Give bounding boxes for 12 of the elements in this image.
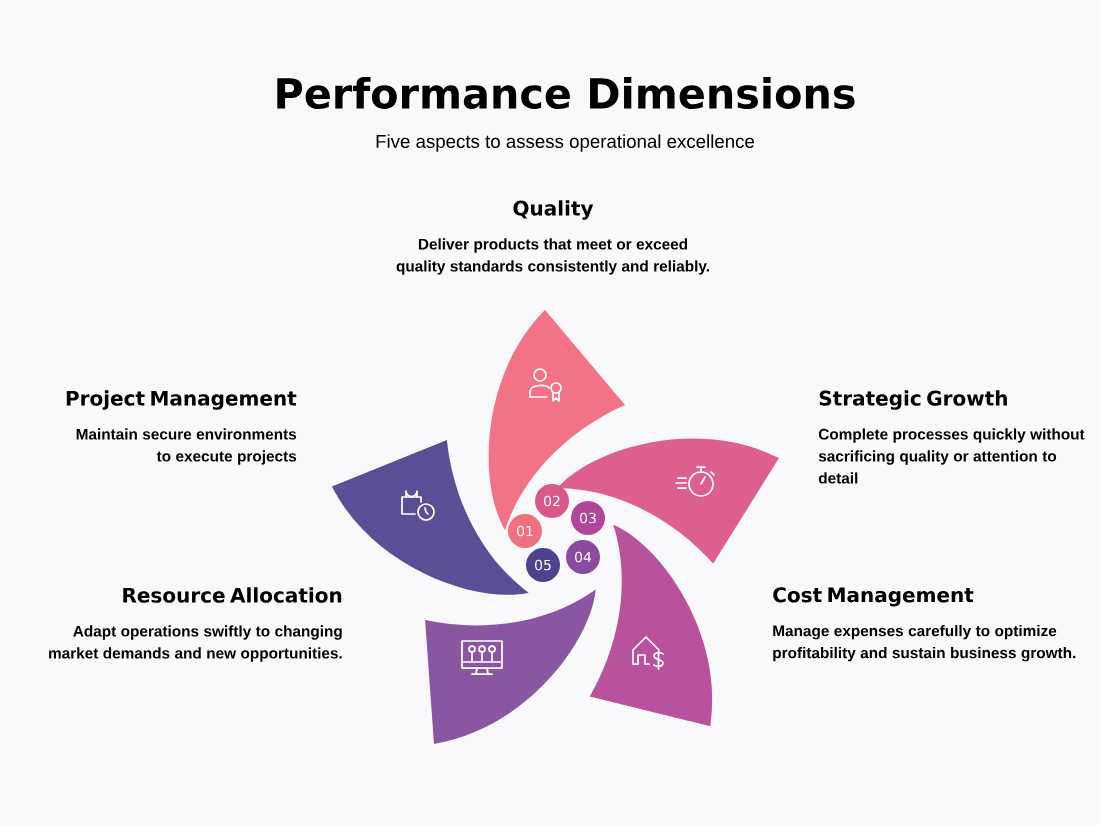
subtitle: Five aspects to assess operational excellence: [376, 134, 754, 152]
heading: Strategic Growth: [819, 390, 1007, 410]
title: Performance Dimensions: [277, 77, 855, 109]
description: Maintain secure environments to execute projects: [76, 428, 297, 465]
description: Complete processes quickly without sacrificing quality or attention to detail: [818, 428, 1085, 484]
heading: Resource Allocation: [123, 587, 342, 603]
heading: Cost Management: [773, 587, 974, 607]
description: Adapt operations swiftly to changing market demands and new opportunities.: [49, 625, 342, 662]
heading: Project Management: [66, 390, 297, 410]
heading: Quality: [513, 200, 594, 220]
description: Deliver products that meet or exceed quality standards consistently and reliably.: [396, 238, 709, 275]
description: Manage expenses carefully to optimize profitability and sustain business growth.: [773, 625, 1076, 662]
